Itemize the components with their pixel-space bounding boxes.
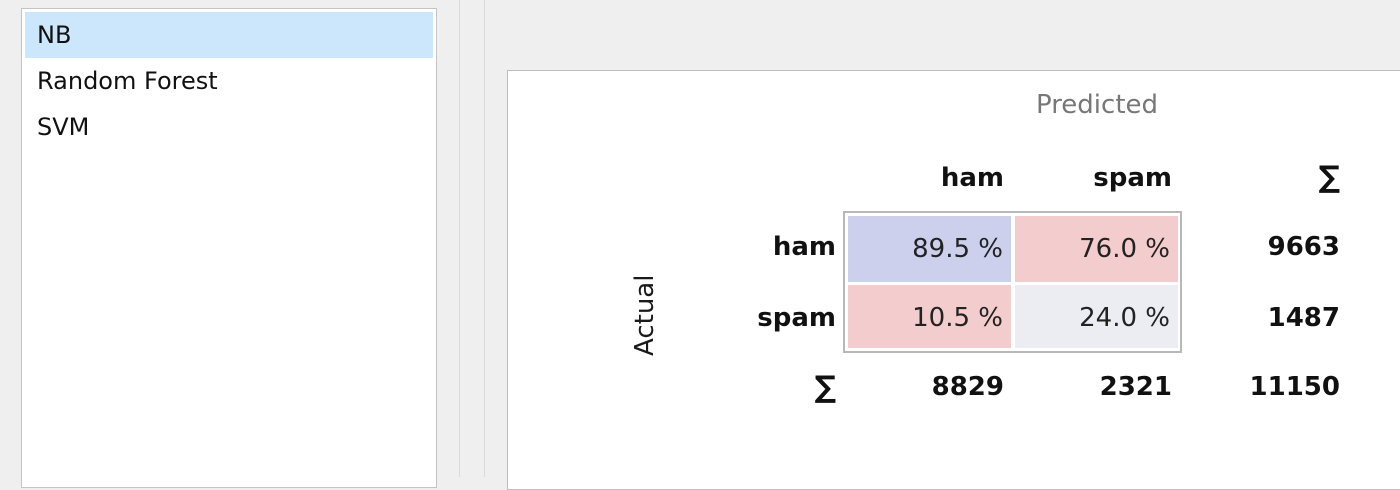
matrix-cell-ham-ham[interactable]: 89.5 %	[848, 216, 1011, 282]
splitter-line[interactable]	[459, 0, 460, 477]
row-total-ham: 9663	[1267, 232, 1340, 262]
row-header-sum: ∑	[814, 370, 836, 405]
confusion-matrix-grid: 89.5 % 76.0 % 10.5 % 24.0 %	[843, 211, 1182, 353]
splitter-line-right	[484, 0, 485, 477]
row-header-spam: spam	[757, 303, 836, 333]
matrix-cell-ham-spam[interactable]: 76.0 %	[1015, 216, 1178, 282]
grand-total: 11150	[1249, 372, 1340, 402]
predicted-axis-label: Predicted	[1035, 90, 1159, 120]
actual-axis-label: Actual	[630, 274, 660, 356]
col-header-ham: ham	[940, 163, 1004, 193]
matrix-cell-spam-spam[interactable]: 24.0 %	[1015, 285, 1178, 348]
row-total-spam: 1487	[1267, 303, 1340, 333]
row-header-ham: ham	[772, 232, 836, 262]
col-total-spam: 2321	[1099, 372, 1172, 402]
col-total-ham: 8829	[931, 372, 1004, 402]
col-header-sum: ∑	[1318, 160, 1340, 195]
matrix-cell-spam-ham[interactable]: 10.5 %	[848, 285, 1011, 348]
model-item-nb[interactable]: NB	[25, 12, 433, 58]
model-list[interactable]: NB Random Forest SVM	[21, 8, 437, 488]
model-item-random-forest[interactable]: Random Forest	[37, 67, 218, 95]
model-item-svm[interactable]: SVM	[37, 113, 90, 141]
col-header-spam: spam	[1093, 163, 1172, 193]
